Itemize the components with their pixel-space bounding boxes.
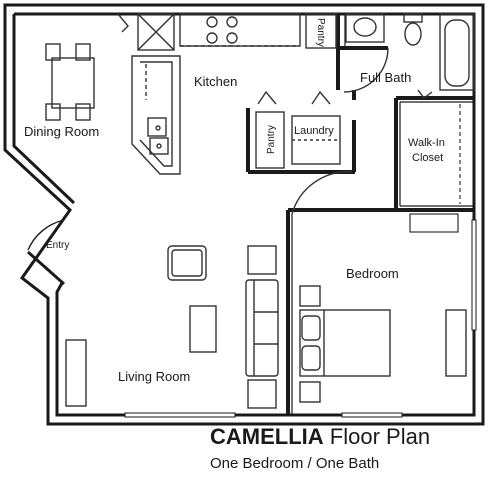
label-walk-in: Walk-In [408, 137, 445, 149]
pantry-top-box [305, 13, 337, 49]
label-dining-room: Dining Room [24, 124, 99, 139]
entry-door [27, 219, 65, 286]
label-laundry: Laundry [294, 125, 334, 137]
label-full-bath: Full Bath [360, 70, 411, 85]
interior-walls [246, 14, 474, 415]
plan-title-suffix: Floor Plan [329, 424, 431, 449]
dining-furniture [45, 43, 95, 121]
plan-title: CAMELLIA Floor Plan [210, 424, 488, 450]
plan-name: CAMELLIA [210, 424, 324, 449]
windows [124, 219, 477, 418]
label-living-room: Living Room [118, 369, 190, 384]
label-closet: Closet [412, 152, 443, 164]
living-furniture [65, 245, 279, 409]
bath-fixtures [343, 13, 475, 99]
kitchen-fixtures [117, 13, 301, 175]
plan-subtitle: One Bedroom / One Bath [210, 455, 380, 472]
label-kitchen: Kitchen [194, 74, 237, 89]
label-bedroom: Bedroom [346, 266, 399, 281]
exterior-walls [3, 3, 485, 426]
label-pantry-mid: Pantry [266, 125, 277, 154]
room-labels: Kitchen Dining Room Full Bath Walk-In Cl… [24, 18, 445, 384]
wall-details [291, 14, 474, 415]
closet-fixtures [409, 104, 461, 233]
label-entry: Entry [46, 240, 69, 251]
plan-caption: CAMELLIA Floor Plan One Bedroom / One Ba… [210, 424, 488, 474]
label-pantry-top: Pantry [315, 18, 326, 47]
bedroom-furniture [291, 171, 467, 403]
laundry-fixtures [255, 90, 341, 169]
